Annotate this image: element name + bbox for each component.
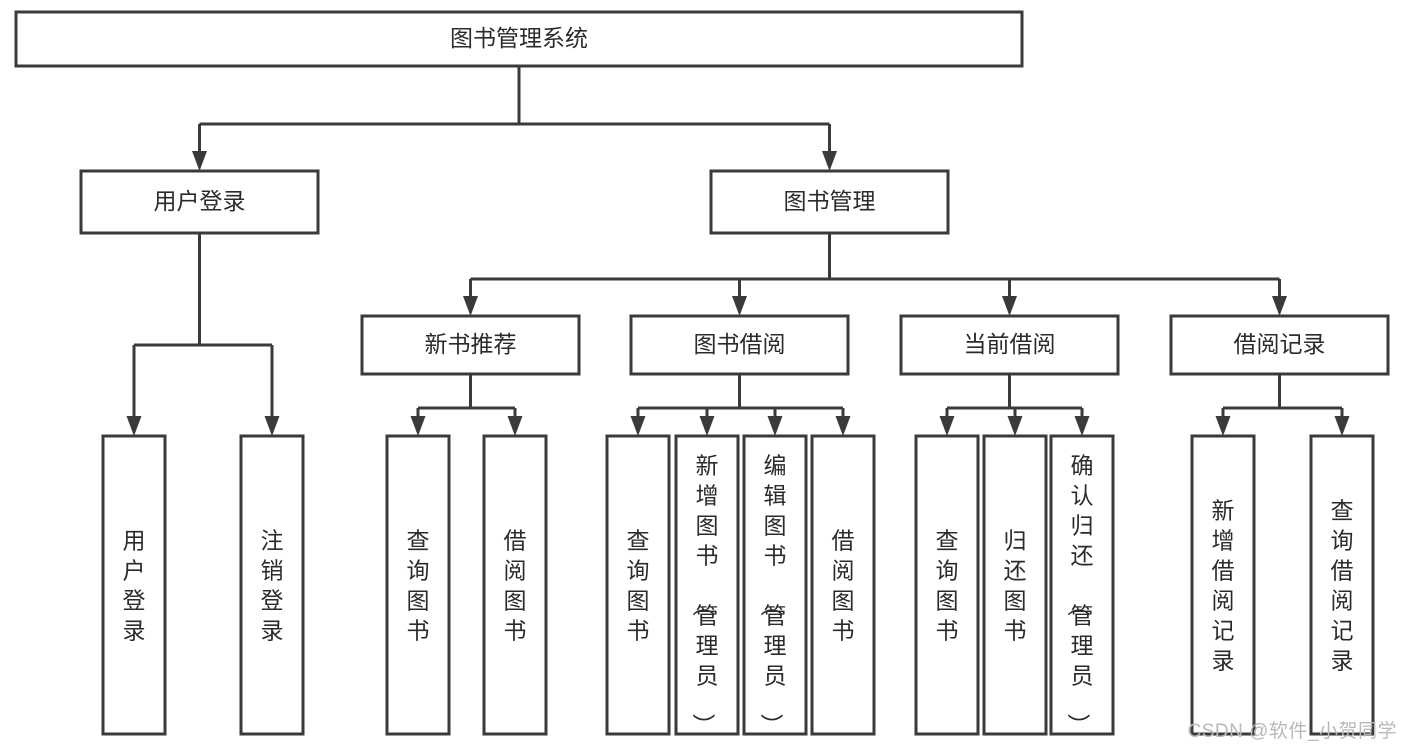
node-newbook[interactable]: 新书推荐 <box>360 314 581 376</box>
node-box-root[interactable] <box>14 10 1024 68</box>
node-box-leaf-rec-1[interactable] <box>1190 434 1256 736</box>
arrow-head-icon <box>1007 416 1023 436</box>
node-leaf-new-1[interactable]: 查询图书 <box>385 434 451 736</box>
arrow-head-icon <box>463 296 478 316</box>
node-leaf-new-2[interactable]: 借阅图书 <box>482 434 548 736</box>
arrow-head-icon <box>192 151 207 171</box>
arrow-head-icon <box>630 416 646 436</box>
node-leaf-borrow-3[interactable]: 编辑图书（管理员） <box>742 434 808 736</box>
node-leaf-borrow-1[interactable]: 查询图书 <box>605 434 671 736</box>
node-box-leaf-rec-2[interactable] <box>1309 434 1375 736</box>
arrow-head-icon <box>939 416 955 436</box>
node-leaf-cur-2[interactable]: 归还图书 <box>982 434 1048 736</box>
node-records[interactable]: 借阅记录 <box>1169 314 1390 376</box>
arrow-head-icon <box>1074 416 1090 436</box>
node-leaf-cur-3[interactable]: 确认归还（管理员） <box>1049 434 1115 736</box>
node-label-leaf-login-2: 注销登录 <box>261 527 284 643</box>
node-box-bookmgmt[interactable] <box>709 169 950 235</box>
node-bookmgmt[interactable]: 图书管理 <box>709 169 950 235</box>
node-label-leaf-login-1: 用户登录 <box>123 527 146 643</box>
arrow-head-icon <box>835 416 851 436</box>
node-box-leaf-borrow-1[interactable] <box>605 434 671 736</box>
node-label-leaf-borrow-2: 新增图书（管理员） <box>691 452 719 736</box>
node-box-leaf-cur-1[interactable] <box>914 434 980 736</box>
node-label-leaf-borrow-4: 借阅图书 <box>832 527 855 643</box>
node-label-login: 用户登录 <box>154 188 246 214</box>
node-label-leaf-rec-1: 新增借阅记录 <box>1212 497 1235 673</box>
node-box-leaf-new-2[interactable] <box>482 434 548 736</box>
node-label-leaf-borrow-1: 查询图书 <box>627 527 650 643</box>
arrow-head-icon <box>1272 296 1287 316</box>
node-leaf-rec-1[interactable]: 新增借阅记录 <box>1190 434 1256 736</box>
node-label-leaf-rec-2: 查询借阅记录 <box>1331 497 1354 673</box>
arrow-head-icon <box>410 416 426 436</box>
arrow-head-icon <box>1002 296 1017 316</box>
node-label-leaf-new-1: 查询图书 <box>407 527 430 643</box>
node-box-leaf-cur-3[interactable] <box>1049 434 1115 736</box>
node-label-borrow: 图书借阅 <box>694 331 786 357</box>
arrow-head-icon <box>264 416 280 436</box>
node-leaf-rec-2[interactable]: 查询借阅记录 <box>1309 434 1375 736</box>
node-borrow[interactable]: 图书借阅 <box>629 314 850 376</box>
edges-layer <box>126 66 1350 436</box>
node-label-newbook: 新书推荐 <box>425 331 517 357</box>
node-current[interactable]: 当前借阅 <box>899 314 1120 376</box>
node-leaf-login-2[interactable]: 注销登录 <box>239 434 305 736</box>
node-login[interactable]: 用户登录 <box>79 169 320 235</box>
arrow-head-icon <box>732 296 747 316</box>
arrow-head-icon <box>767 416 783 436</box>
arrow-head-icon <box>126 416 142 436</box>
node-label-records: 借阅记录 <box>1234 331 1326 357</box>
node-box-leaf-cur-2[interactable] <box>982 434 1048 736</box>
arrow-head-icon <box>699 416 715 436</box>
node-box-current[interactable] <box>899 314 1120 376</box>
node-box-login[interactable] <box>79 169 320 235</box>
arrow-head-icon <box>822 151 837 171</box>
node-leaf-borrow-4[interactable]: 借阅图书 <box>810 434 876 736</box>
arrow-head-icon <box>1334 416 1350 436</box>
node-box-leaf-login-1[interactable] <box>101 434 167 736</box>
node-box-newbook[interactable] <box>360 314 581 376</box>
node-label-leaf-new-2: 借阅图书 <box>504 527 527 643</box>
node-label-current: 当前借阅 <box>964 331 1056 357</box>
node-label-leaf-borrow-3: 编辑图书（管理员） <box>759 452 787 736</box>
node-leaf-borrow-2[interactable]: 新增图书（管理员） <box>674 434 740 736</box>
node-leaf-login-1[interactable]: 用户登录 <box>101 434 167 736</box>
node-box-leaf-login-2[interactable] <box>239 434 305 736</box>
node-label-leaf-cur-2: 归还图书 <box>1004 527 1027 643</box>
node-label-bookmgmt: 图书管理 <box>784 188 876 214</box>
node-label-leaf-cur-3: 确认归还（管理员） <box>1066 452 1094 736</box>
nodes-layer: 图书管理系统用户登录图书管理新书推荐图书借阅当前借阅借阅记录用户登录注销登录查询… <box>14 10 1390 736</box>
node-box-leaf-new-1[interactable] <box>385 434 451 736</box>
node-root[interactable]: 图书管理系统 <box>14 10 1024 68</box>
node-leaf-cur-1[interactable]: 查询图书 <box>914 434 980 736</box>
node-box-borrow[interactable] <box>629 314 850 376</box>
node-label-root: 图书管理系统 <box>450 25 588 51</box>
node-box-records[interactable] <box>1169 314 1390 376</box>
arrow-head-icon <box>1215 416 1231 436</box>
node-label-leaf-cur-1: 查询图书 <box>936 527 959 643</box>
node-box-leaf-borrow-2[interactable] <box>674 434 740 736</box>
arrow-head-icon <box>507 416 523 436</box>
node-box-leaf-borrow-4[interactable] <box>810 434 876 736</box>
node-box-leaf-borrow-3[interactable] <box>742 434 808 736</box>
